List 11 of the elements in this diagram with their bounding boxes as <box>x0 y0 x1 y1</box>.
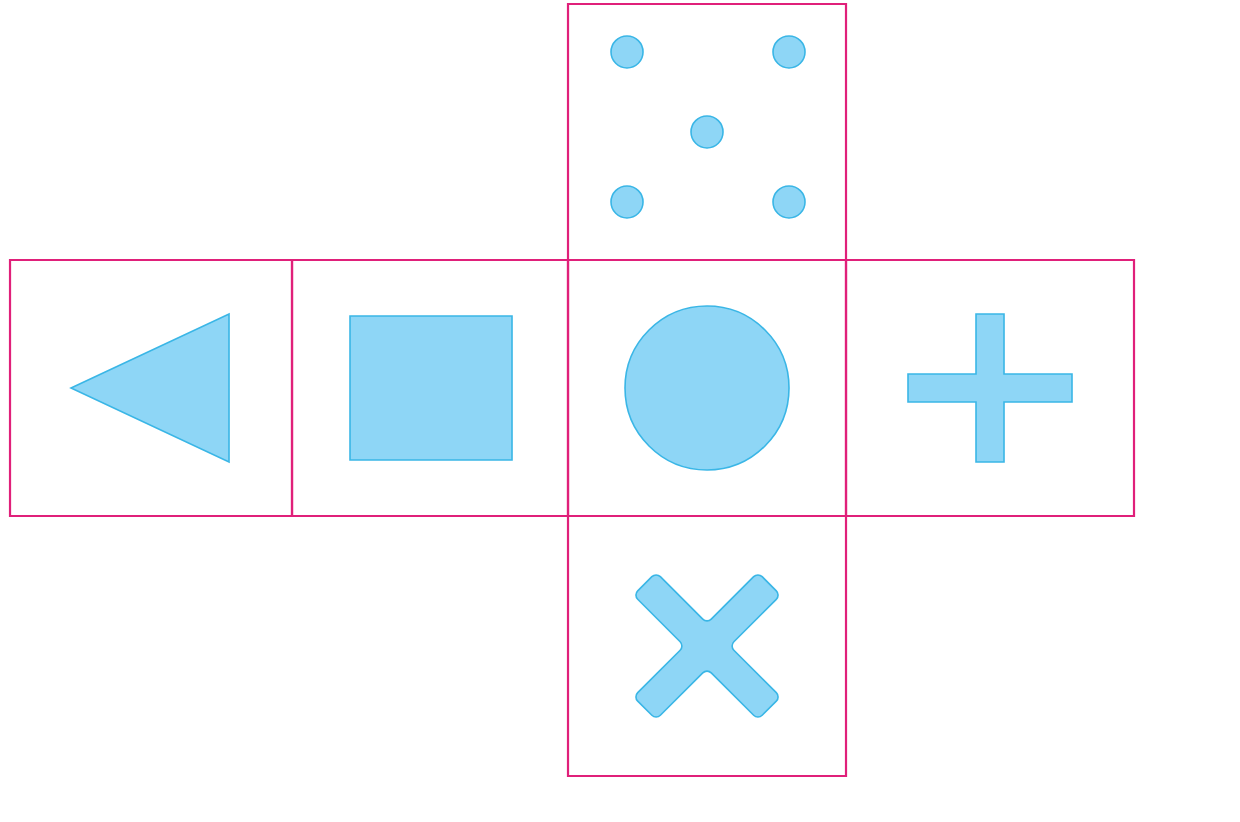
circle-symbol <box>624 305 790 471</box>
net-face <box>844 258 1136 518</box>
net-face <box>566 514 848 778</box>
net-face <box>8 258 294 518</box>
dots-symbol <box>610 35 806 219</box>
cross-symbol <box>635 574 779 718</box>
net-face <box>290 258 570 518</box>
plus-symbol <box>907 313 1073 463</box>
net-face <box>566 2 848 262</box>
net-face <box>566 258 848 518</box>
square-symbol <box>349 315 513 461</box>
